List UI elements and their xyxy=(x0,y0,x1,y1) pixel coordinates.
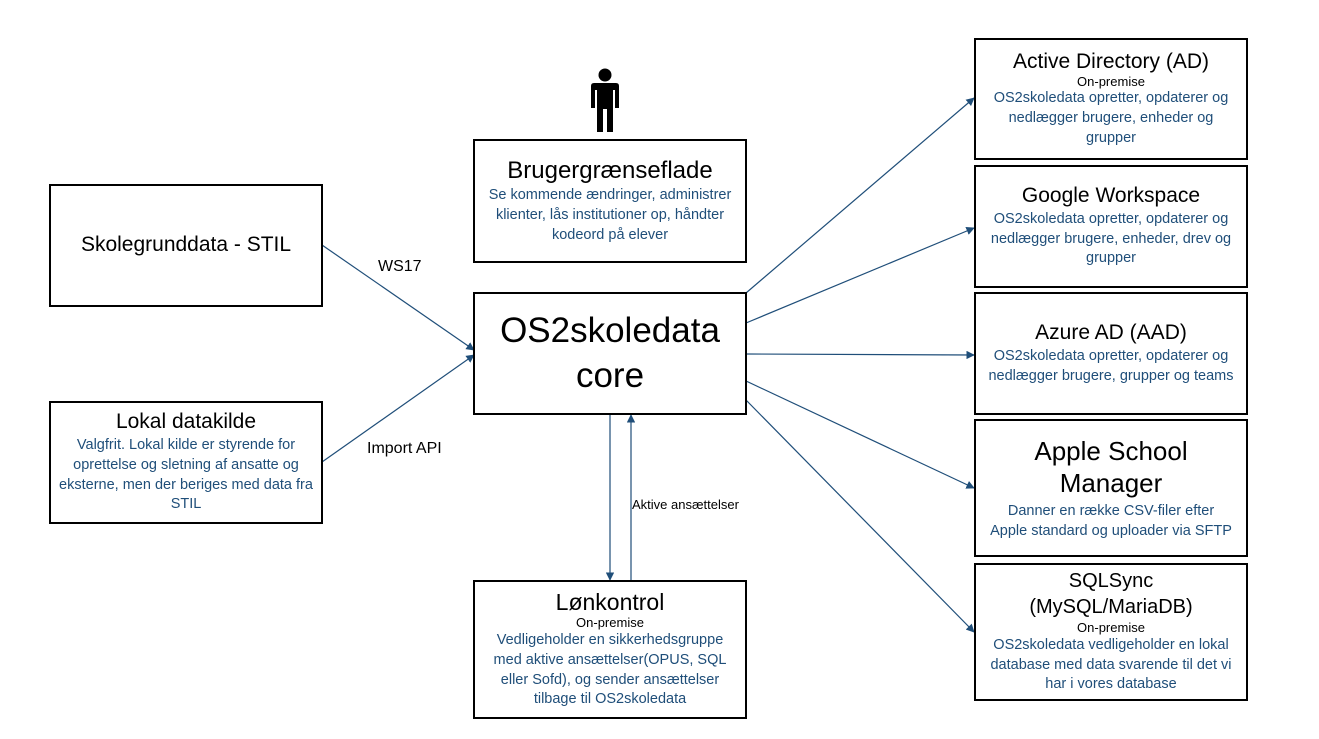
lokal-box: Lokal datakilde Valgfrit. Lokal kilde er… xyxy=(49,401,323,524)
ad-box: Active Directory (AD) On-premise OS2skol… xyxy=(974,38,1248,160)
azure-desc: OS2skoledata opretter, opdaterer og nedl… xyxy=(988,347,1234,384)
ui-desc: Se kommende ændringer, administrer klien… xyxy=(488,187,732,243)
lonkontrol-box: Lønkontrol On-premise Vedligeholder en s… xyxy=(473,580,747,719)
stil-box: Skolegrunddata - STIL xyxy=(49,184,323,307)
ui-box: Brugergrænseflade Se kommende ændringer,… xyxy=(473,139,747,263)
lonkontrol-title: Lønkontrol xyxy=(555,589,665,616)
apple-title: Apple School Manager xyxy=(1034,435,1188,499)
sqlsync-box: SQLSync (MySQL/MariaDB) On-premise OS2sk… xyxy=(974,563,1248,701)
apple-desc: Danner en række CSV-filer efter Apple st… xyxy=(990,502,1232,539)
google-box: Google Workspace OS2skoledata opretter, … xyxy=(974,165,1248,288)
google-title: Google Workspace xyxy=(1021,183,1201,207)
lonkontrol-desc: Vedligeholder en sikkerhedsgruppe med ak… xyxy=(493,632,727,708)
sqlsync-desc: OS2skoledata vedligeholder en lokal data… xyxy=(990,636,1232,693)
person-icon xyxy=(591,68,619,132)
arrow-core-to-azure xyxy=(745,350,975,360)
lokal-title: Lokal datakilde xyxy=(115,409,257,433)
ad-note: On-premise xyxy=(1077,73,1145,89)
label-import-api: Import API xyxy=(367,440,442,457)
arrow-core-to-sqlsync xyxy=(745,399,975,633)
azure-box: Azure AD (AAD) OS2skoledata opretter, op… xyxy=(974,292,1248,415)
core-box: OS2skoledata core xyxy=(473,292,747,415)
google-desc: OS2skoledata opretter, opdaterer og nedl… xyxy=(990,210,1232,267)
arrow-lokal-to-core xyxy=(321,354,475,463)
ad-desc: OS2skoledata opretter, opdaterer og nedl… xyxy=(993,90,1229,146)
stil-title: Skolegrunddata - STIL xyxy=(80,233,292,257)
core-title: OS2skoledata core xyxy=(500,310,720,395)
arrow-stil-to-core xyxy=(321,244,475,351)
sqlsync-title: SQLSync (MySQL/MariaDB) xyxy=(1029,570,1193,618)
arrow-core-to-google xyxy=(745,227,975,324)
lonkontrol-note: On-premise xyxy=(576,615,644,631)
ad-title: Active Directory (AD) xyxy=(1012,49,1210,73)
label-aktive-ansaettelser: Aktive ansættelser xyxy=(632,497,739,512)
azure-title: Azure AD (AAD) xyxy=(1035,320,1187,344)
arrow-core-to-apple xyxy=(745,380,975,489)
lokal-desc: Valgfrit. Lokal kilde er styrende for op… xyxy=(59,437,313,513)
ui-title: Brugergrænseflade xyxy=(507,156,713,184)
apple-box: Apple School Manager Danner en række CSV… xyxy=(974,419,1248,557)
label-ws17: WS17 xyxy=(378,258,422,275)
arrow-core-to-ad xyxy=(745,97,975,294)
sqlsync-note: On-premise xyxy=(1077,620,1145,636)
